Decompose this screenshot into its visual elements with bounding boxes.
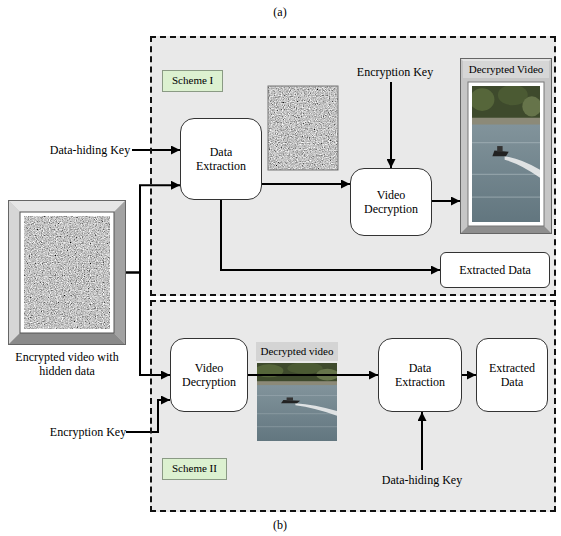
- box-label: Data Extraction: [185, 145, 257, 174]
- scheme-region-fill: [150, 36, 556, 512]
- key-arrow: [132, 149, 180, 151]
- flow-arrow: [126, 185, 180, 272]
- encrypted-video-picture: [20, 212, 114, 333]
- caption-text: Decrypted video: [256, 342, 338, 361]
- encrypted-frame-image: [268, 86, 338, 170]
- key-arrow: [390, 82, 392, 168]
- decrypted-video-picture: [460, 58, 552, 234]
- process-box: Video Decryption: [350, 168, 432, 236]
- decrypted-video-picture: [460, 58, 552, 234]
- encrypted-video-picture: [8, 200, 20, 345]
- output-box: Extracted Data: [440, 252, 550, 288]
- box-label: Video Decryption: [355, 188, 427, 217]
- key-label: Encryption Key: [50, 425, 126, 440]
- caption-text: Encrypted video with hidden data: [1, 350, 133, 379]
- flow-arrow: [262, 183, 350, 185]
- panel-label: (b): [273, 518, 287, 533]
- flow-arrow: [462, 374, 476, 376]
- caption-text: Decrypted Video: [463, 61, 549, 78]
- scheme-region-fill: [150, 36, 556, 296]
- scheme-tag: Scheme II: [162, 458, 227, 480]
- box-label: Extracted Data: [481, 361, 543, 390]
- key-label: Encryption Key: [357, 65, 433, 80]
- encrypted-frame-image: [268, 86, 338, 170]
- encrypted-frame-image: [268, 86, 338, 170]
- scheme-region: Scheme I Data ExtractionVideo Decryption D…: [150, 36, 556, 296]
- panel-label: (a): [273, 5, 286, 20]
- key-label: Data-hiding Key: [382, 473, 462, 488]
- encrypted-video-picture: [24, 216, 110, 329]
- video-frame: Decrypted Video: [460, 58, 552, 234]
- key-arrow: [126, 82, 422, 470]
- process-box: Data Extraction: [180, 118, 262, 200]
- scheme-region-fill: [150, 300, 556, 512]
- encrypted-video-picture: [8, 200, 126, 212]
- video-image: Decrypted video: [256, 342, 338, 442]
- flow-arrow: [248, 374, 378, 376]
- decrypted-video-picture: [460, 226, 552, 234]
- flow-arrow: [126, 273, 170, 376]
- scheme-tag: Scheme I: [162, 70, 223, 92]
- box-label: Extracted Data: [459, 263, 531, 277]
- encrypted-video-picture: [8, 333, 126, 345]
- key-label: Data-hiding Key: [50, 143, 130, 158]
- flow-arrow: [432, 200, 460, 202]
- video-frame: Encrypted video with hidden data: [8, 200, 126, 345]
- decrypted-video-picture: [468, 82, 544, 226]
- key-arrow: [421, 412, 423, 470]
- key-arrow: [126, 400, 170, 432]
- box-label: Video Decryption: [175, 361, 243, 390]
- process-box: Data Extraction: [378, 338, 462, 412]
- output-box: Extracted Data: [476, 338, 548, 412]
- encrypted-video-picture: [8, 200, 126, 345]
- encrypted-video-picture: [114, 200, 126, 345]
- scheme-region: Scheme II Video Decryption Decrypted video…: [150, 300, 556, 512]
- box-label: Data Extraction: [383, 361, 457, 390]
- decrypted-video-picture: [470, 85, 541, 222]
- encrypted-video-picture: [8, 200, 126, 345]
- process-box: Video Decryption: [170, 338, 248, 412]
